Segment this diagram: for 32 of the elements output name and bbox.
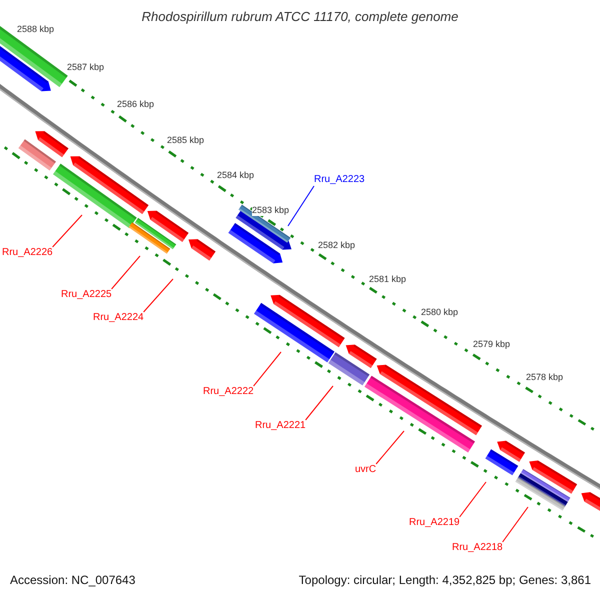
- tick-label: 2586 kbp: [117, 99, 154, 110]
- leader-line: [459, 482, 486, 518]
- leader-line: [253, 352, 282, 386]
- leader-line: [288, 186, 314, 226]
- tick-label: 2582 kbp: [318, 240, 356, 251]
- tick-label: 2584 kbp: [217, 170, 254, 181]
- gene-label: Rru_A2226: [2, 247, 53, 259]
- leader-line: [52, 214, 82, 248]
- gene-label: Rru_A2218: [452, 542, 503, 554]
- tick-label: 2587 kbp: [67, 62, 104, 73]
- tick-label: 2588 kbp: [17, 24, 54, 35]
- tick-label: 2580 kbp: [421, 307, 458, 318]
- leader-line: [502, 506, 528, 542]
- leader-line: [111, 256, 140, 290]
- leader-line: [376, 430, 404, 464]
- gene-label: uvrC: [355, 464, 376, 476]
- gene-label: Rru_A2224: [93, 312, 144, 324]
- leader-line: [305, 386, 334, 420]
- tick-label: 2578 kbp: [526, 372, 564, 383]
- gene-label: Rru_A2223: [314, 174, 365, 186]
- tick-label: 2583 kbp: [252, 205, 290, 216]
- gene-label: Rru_A2219: [409, 517, 460, 529]
- gene-label: Rru_A2222: [203, 386, 254, 398]
- tick-label: 2579 kbp: [473, 339, 510, 350]
- map-title: Rhodospirillum rubrum ATCC 11170, complete genome: [140, 9, 460, 25]
- gene-label: Rru_A2221: [255, 420, 306, 432]
- tick-label: 2581 kbp: [369, 274, 406, 285]
- tick-label: 2585 kbp: [167, 135, 204, 146]
- gene-label: Rru_A2225: [61, 289, 112, 301]
- leader-line: [143, 278, 174, 312]
- accession-text: Accession: NC_007643: [10, 573, 136, 588]
- genome-summary-text: Topology: circular; Length: 4,352,825 bp; Genes: 3,861: [298, 573, 591, 588]
